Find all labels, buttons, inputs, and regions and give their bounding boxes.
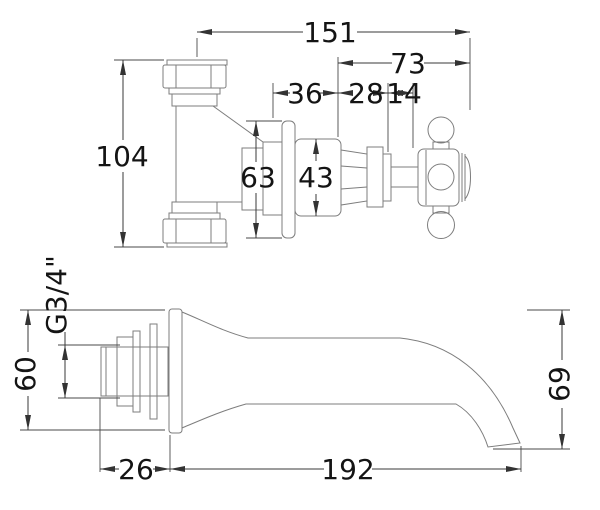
- valve-stem-ring: [382, 153, 392, 202]
- valve-stem: [390, 166, 419, 188]
- spout-thread-assembly: [100, 323, 169, 420]
- valve-dimension-lines: [120, 29, 470, 247]
- tee-branch-top: [212, 105, 264, 143]
- dim-26-label: 26: [118, 453, 154, 486]
- spout-profile: [181, 311, 521, 448]
- tee-bottom-step: [168, 212, 221, 220]
- dim-151-label: 151: [303, 16, 356, 49]
- tee-top-collar: [171, 93, 218, 107]
- dim-63-label: 63: [240, 161, 276, 194]
- valve-top-view: 151 73 36 28 14 104 63 43: [95, 16, 472, 248]
- cross-handle: [417, 116, 472, 239]
- handle-top-ball: [427, 116, 455, 144]
- tee-bottom-collar: [171, 201, 218, 214]
- dim-14-label: 14: [386, 77, 422, 110]
- valve-body: [241, 120, 419, 239]
- slip-washer: [149, 323, 158, 420]
- valve-bonnet-ring: [366, 146, 384, 208]
- tee-bottom-nut: [162, 218, 227, 244]
- valve-bonnet: [340, 149, 368, 206]
- dim-192-label: 192: [321, 453, 374, 486]
- handle-dome-cap: [464, 155, 472, 200]
- handle-hub: [417, 148, 460, 207]
- spout-extension-lines: [20, 309, 570, 472]
- tee-fitting: [162, 59, 264, 248]
- dim-43-label: 43: [298, 161, 334, 194]
- dim-28-label: 28: [348, 77, 384, 110]
- dim-g34-label: G3/4": [40, 255, 73, 335]
- valve-extension-lines: [114, 38, 471, 248]
- dim-104-label: 104: [95, 140, 148, 173]
- spout-dimension-lines: [25, 310, 565, 472]
- tee-top-nut: [162, 64, 227, 89]
- dim-60-label: 60: [9, 356, 42, 392]
- dim-73-label: 73: [390, 47, 426, 80]
- spout-wall-plate: [168, 308, 183, 434]
- handle-center-cap: [427, 163, 455, 191]
- dim-69-label: 69: [543, 366, 576, 402]
- handle-top-neck: [432, 141, 450, 150]
- handle-bottom-neck: [432, 205, 450, 214]
- dim-36-label: 36: [287, 77, 323, 110]
- tee-bottom-cap: [166, 242, 228, 248]
- tee-top-cap: [166, 59, 228, 66]
- tee-top-step: [168, 87, 221, 95]
- handle-bottom-ball: [427, 211, 455, 239]
- spout-body: [168, 308, 521, 448]
- spout-side-view: 60 G3/4" 26 192 69: [9, 255, 576, 486]
- washer: [132, 330, 141, 413]
- valve-wall-flange: [281, 120, 296, 239]
- threaded-tail: [100, 346, 169, 397]
